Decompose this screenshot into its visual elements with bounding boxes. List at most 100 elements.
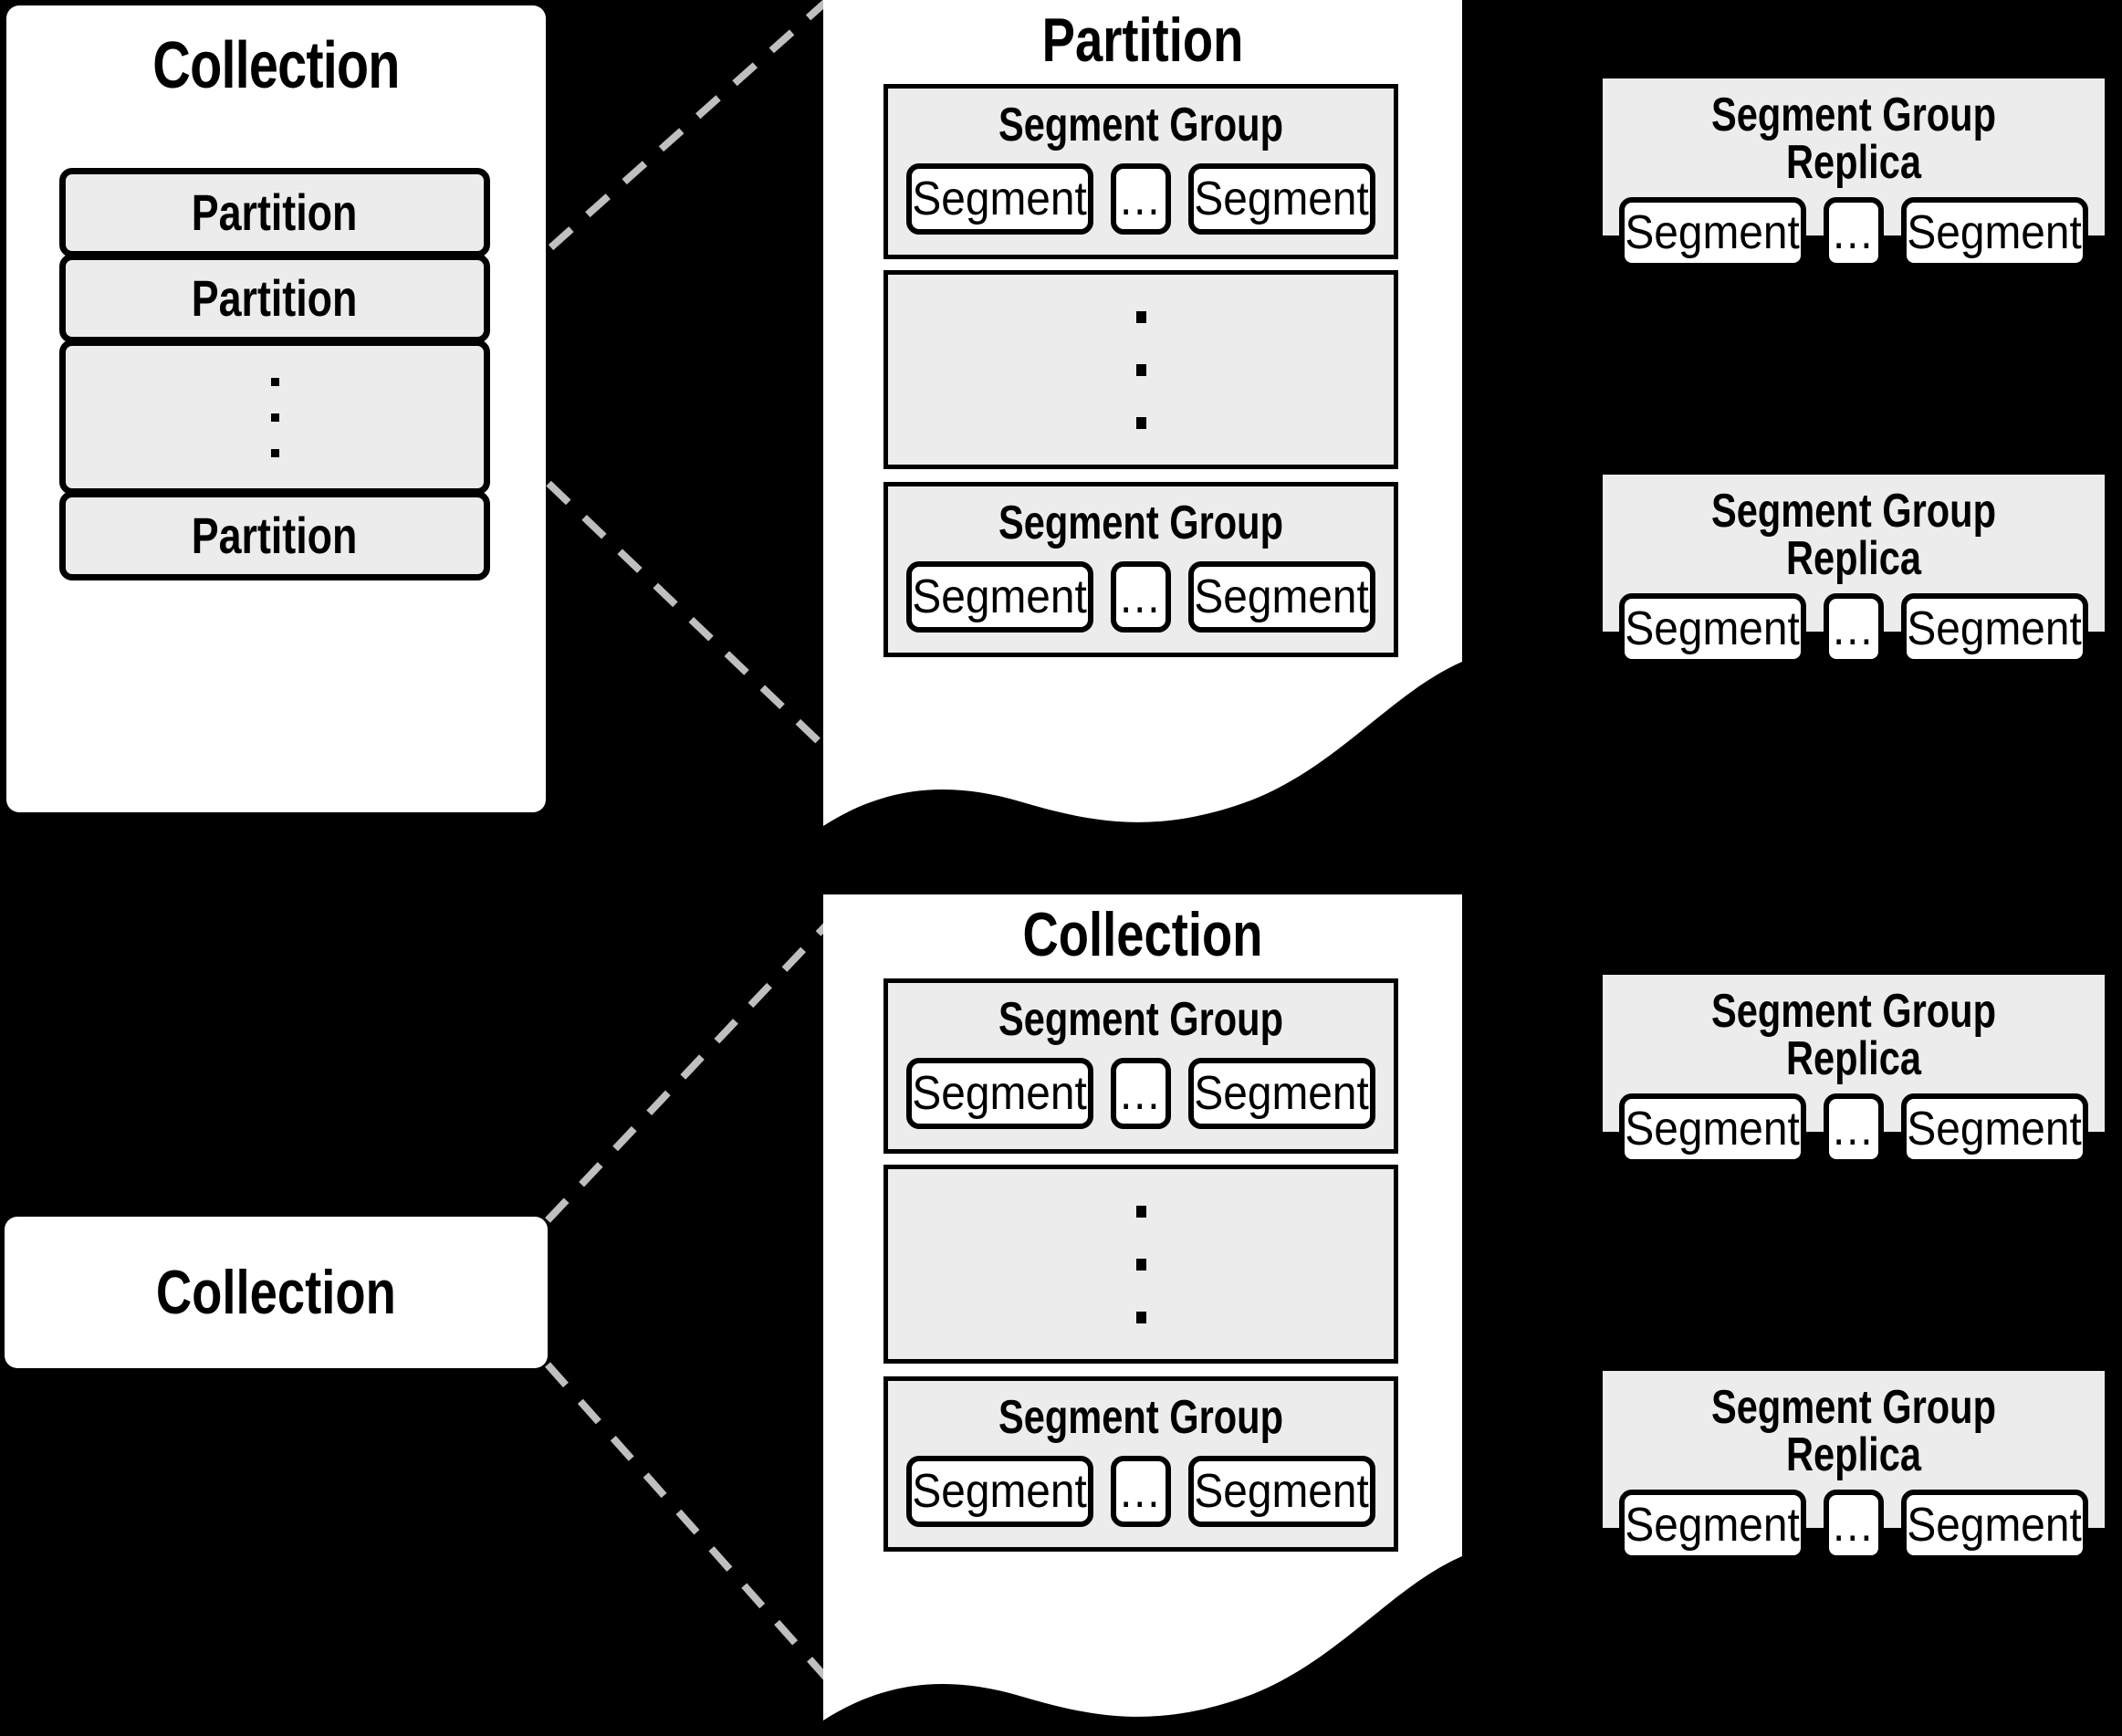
segment-box[interactable]: Segment	[1619, 1490, 1806, 1561]
vertical-ellipsis-dot	[1135, 416, 1146, 429]
segment-ellipsis-box: ...	[1824, 1490, 1884, 1561]
segment-box[interactable]: Segment	[906, 561, 1093, 633]
segment-label: Segment	[1625, 602, 1801, 655]
partition-detail-panel: Partition Segment Group Segment ... Segm…	[823, 0, 1462, 840]
segment-group-replica-1: Segment Group Replica Segment ... Segmen…	[1603, 78, 2105, 268]
vertical-ellipsis-dot	[1135, 310, 1146, 323]
segment-group-1: Segment Group Segment ... Segment	[883, 84, 1398, 259]
segment-group-ellipsis-box	[883, 270, 1398, 469]
segment-label: Segment	[912, 1067, 1088, 1120]
segment-row: Segment ... Segment	[1603, 1490, 2105, 1561]
segment-box[interactable]: Segment	[1619, 197, 1806, 268]
segment-label: Segment	[1194, 1465, 1370, 1518]
collection-panel-title: Collection	[152, 29, 400, 102]
collection-detail-content: Collection Segment Group Segment ... Seg…	[823, 894, 1462, 1552]
segment-ellipsis-box: ...	[1111, 561, 1171, 633]
segment-group-title: Segment Group	[998, 993, 1284, 1046]
partition-box-1[interactable]: Partition	[59, 168, 490, 257]
segment-ellipsis-label: ...	[1833, 1499, 1875, 1552]
vertical-ellipsis-dot	[1135, 1311, 1146, 1323]
segment-box[interactable]: Segment	[1188, 1456, 1375, 1527]
segment-box[interactable]: Segment	[1188, 1058, 1375, 1129]
connector-collection-bottom	[545, 1362, 829, 1680]
segment-label: Segment	[1907, 602, 2083, 655]
collection-chip-label: Collection	[156, 1258, 396, 1327]
partition-detail-title: Partition	[1041, 5, 1244, 75]
connector-collection-top	[545, 923, 829, 1223]
partition-detail-content: Partition Segment Group Segment ... Segm…	[823, 0, 1462, 657]
segment-box[interactable]: Segment	[1901, 1490, 2088, 1561]
segment-ellipsis-label: ...	[1120, 570, 1162, 623]
partition-label: Partition	[192, 507, 358, 564]
partition-box-ellipsis	[59, 340, 490, 495]
segment-ellipsis-box: ...	[1111, 1058, 1171, 1129]
segment-ellipsis-box: ...	[1824, 593, 1884, 664]
segment-ellipsis-box: ...	[1824, 197, 1884, 268]
partition-label: Partition	[192, 183, 358, 241]
segment-box[interactable]: Segment	[1619, 1093, 1806, 1165]
segment-box[interactable]: Segment	[1901, 1093, 2088, 1165]
segment-ellipsis-label: ...	[1120, 1465, 1162, 1518]
segment-row: Segment ... Segment	[1603, 1093, 2105, 1165]
segment-group-replica-title: Segment Group Replica	[1710, 1381, 1997, 1481]
segment-group-replica-title: Segment Group Replica	[1710, 89, 1997, 189]
collection-detail-title: Collection	[1022, 900, 1263, 969]
vertical-ellipsis-dot	[270, 377, 279, 386]
segment-ellipsis-label: ...	[1120, 173, 1162, 225]
segment-group-1: Segment Group Segment ... Segment	[883, 978, 1398, 1154]
partition-box-2[interactable]: Partition	[59, 254, 490, 343]
segment-label: Segment	[912, 570, 1088, 623]
segment-ellipsis-label: ...	[1833, 602, 1875, 655]
segment-group-replica-2: Segment Group Replica Segment ... Segmen…	[1603, 475, 2105, 664]
segment-label: Segment	[1907, 206, 2083, 259]
segment-box[interactable]: Segment	[906, 1058, 1093, 1129]
segment-label: Segment	[912, 173, 1088, 225]
segment-label: Segment	[1907, 1499, 2083, 1552]
segment-label: Segment	[1625, 1103, 1801, 1156]
segment-row: Segment ... Segment	[888, 1058, 1394, 1129]
segment-row: Segment ... Segment	[1603, 593, 2105, 664]
segment-row: Segment ... Segment	[888, 163, 1394, 235]
vertical-ellipsis-dot	[270, 413, 279, 422]
vertical-ellipsis-dot	[270, 448, 279, 457]
segment-group-ellipsis-box	[883, 1165, 1398, 1364]
segment-box[interactable]: Segment	[1901, 593, 2088, 664]
segment-box[interactable]: Segment	[1188, 163, 1375, 235]
segment-label: Segment	[1625, 206, 1801, 259]
segment-label: Segment	[1194, 1067, 1370, 1120]
segment-box[interactable]: Segment	[1619, 593, 1806, 664]
segment-label: Segment	[1194, 173, 1370, 225]
segment-group-title: Segment Group	[998, 497, 1284, 549]
segment-box[interactable]: Segment	[1188, 561, 1375, 633]
segment-ellipsis-box: ...	[1111, 163, 1171, 235]
vertical-ellipsis-dot	[1135, 363, 1146, 376]
vertical-ellipsis-dot	[1135, 1205, 1146, 1218]
segment-box[interactable]: Segment	[906, 1456, 1093, 1527]
segment-group-title: Segment Group	[998, 99, 1284, 152]
segment-ellipsis-label: ...	[1120, 1067, 1162, 1120]
segment-group-2: Segment Group Segment ... Segment	[883, 482, 1398, 657]
segment-box[interactable]: Segment	[906, 163, 1093, 235]
segment-group-replica-title: Segment Group Replica	[1710, 985, 1997, 1085]
segment-group-replica-4: Segment Group Replica Segment ... Segmen…	[1603, 1371, 2105, 1561]
partition-label: Partition	[192, 269, 358, 327]
segment-ellipsis-box: ...	[1824, 1093, 1884, 1165]
segment-row: Segment ... Segment	[888, 1456, 1394, 1527]
collection-panel-top: Collection Partition Partition Partition	[6, 5, 546, 812]
segment-label: Segment	[912, 1465, 1088, 1518]
segment-group-replica-title: Segment Group Replica	[1710, 485, 1997, 585]
segment-box[interactable]: Segment	[1901, 197, 2088, 268]
collection-chip-bottom[interactable]: Collection	[5, 1217, 548, 1368]
segment-label: Segment	[1194, 570, 1370, 623]
segment-ellipsis-box: ...	[1111, 1456, 1171, 1527]
segment-label: Segment	[1907, 1103, 2083, 1156]
segment-group-2: Segment Group Segment ... Segment	[883, 1376, 1398, 1552]
vertical-ellipsis-dot	[1135, 1258, 1146, 1271]
segment-row: Segment ... Segment	[888, 561, 1394, 633]
partition-stack: Partition Partition Partition	[59, 168, 490, 580]
collection-detail-panel: Collection Segment Group Segment ... Seg…	[823, 894, 1462, 1736]
segment-ellipsis-label: ...	[1833, 1103, 1875, 1156]
partition-box-3[interactable]: Partition	[59, 491, 490, 580]
segment-group-title: Segment Group	[998, 1391, 1284, 1444]
